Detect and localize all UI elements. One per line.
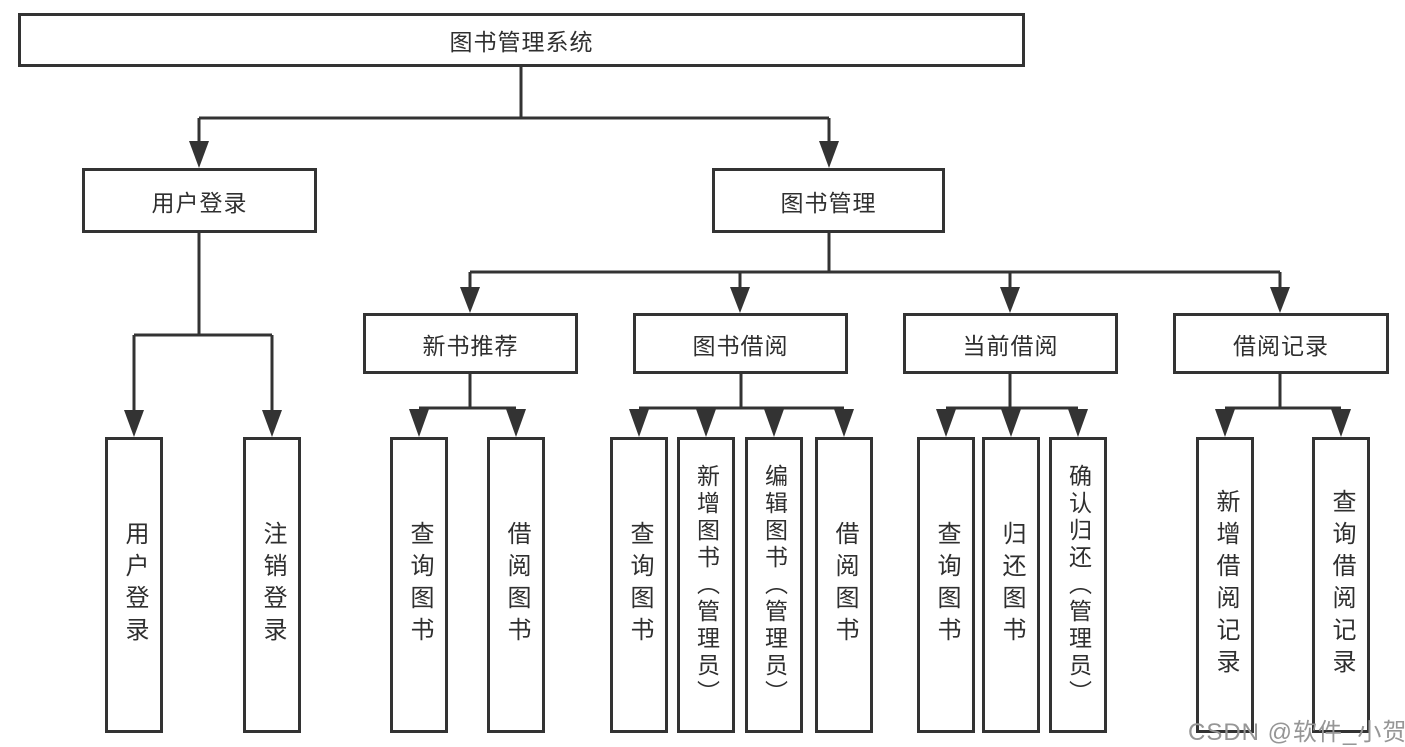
node-current-borrow-label: 当前借阅 [962,332,1059,359]
leaf-current-query: 查询图书 [917,437,975,733]
leaf-borrow-add-admin-label: 新增图书（管理员） [693,463,720,707]
node-book-borrow-label: 图书借阅 [692,332,789,359]
leaf-borrow-query-label: 查询图书 [626,521,653,649]
node-root: 图书管理系统 [18,13,1025,67]
leaf-add-record-label: 新增借阅记录 [1212,489,1239,681]
leaf-newbooks-borrow-label: 借阅图书 [503,521,530,649]
leaf-confirm-return-admin: 确认归还（管理员） [1049,437,1107,733]
node-root-label: 图书管理系统 [449,29,594,55]
watermark: CSDN @软件_小贺同学 [1188,719,1405,746]
node-user-login-label: 用户登录 [151,189,248,216]
leaf-confirm-return-admin-label: 确认归还（管理员） [1065,463,1092,707]
leaf-borrow-query: 查询图书 [610,437,668,733]
leaf-borrow-edit-admin-label: 编辑图书（管理员） [761,463,788,707]
leaf-newbooks-borrow: 借阅图书 [487,437,545,733]
leaf-user-login-label: 用户登录 [121,521,148,649]
node-borrow-record-label: 借阅记录 [1233,332,1329,359]
leaf-logout: 注销登录 [243,437,301,733]
leaf-borrow-book-label: 借阅图书 [831,521,858,649]
node-borrow-record: 借阅记录 [1173,313,1389,374]
node-book-mgmt: 图书管理 [712,168,945,233]
node-new-books: 新书推荐 [363,313,578,374]
leaf-query-record-label: 查询借阅记录 [1328,489,1355,681]
node-new-books-label: 新书推荐 [422,332,519,359]
node-book-borrow: 图书借阅 [633,313,848,374]
leaf-user-login: 用户登录 [105,437,163,733]
node-user-login: 用户登录 [82,168,317,233]
leaf-borrow-edit-admin: 编辑图书（管理员） [745,437,803,733]
leaf-add-record: 新增借阅记录 [1196,437,1254,733]
leaf-newbooks-query-label: 查询图书 [406,521,433,649]
leaf-borrow-add-admin: 新增图书（管理员） [677,437,735,733]
node-book-mgmt-label: 图书管理 [780,189,877,216]
leaf-newbooks-query: 查询图书 [390,437,448,733]
leaf-current-query-label: 查询图书 [933,521,960,649]
leaf-borrow-book: 借阅图书 [815,437,873,733]
leaf-logout-label: 注销登录 [259,521,286,649]
leaf-query-record: 查询借阅记录 [1312,437,1370,733]
leaf-return-book-label: 归还图书 [998,521,1025,649]
leaf-return-book: 归还图书 [982,437,1040,733]
node-current-borrow: 当前借阅 [903,313,1118,374]
